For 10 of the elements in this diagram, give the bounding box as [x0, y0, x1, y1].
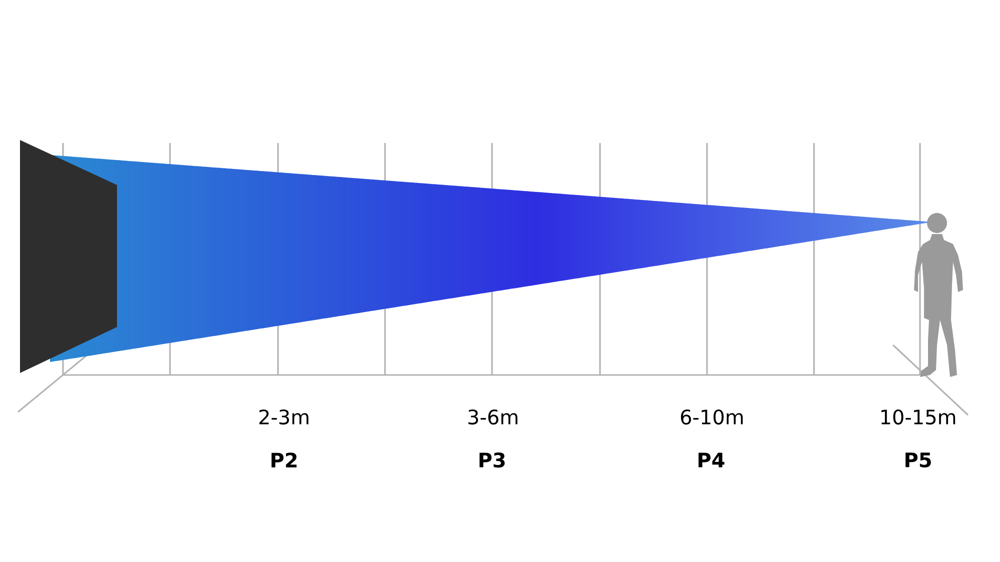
range-label: 2-3m: [259, 409, 308, 425]
range-label: 3-6m: [468, 409, 518, 425]
model-label: P2: [272, 452, 297, 468]
model-label: P4: [698, 452, 724, 468]
model-label: P5: [906, 452, 931, 468]
range-label: 10-15m: [881, 409, 956, 425]
device-block: [20, 140, 117, 373]
range-label: 6-10m: [680, 409, 743, 425]
person-silhouette: [914, 213, 963, 377]
model-label: P3: [480, 452, 505, 468]
